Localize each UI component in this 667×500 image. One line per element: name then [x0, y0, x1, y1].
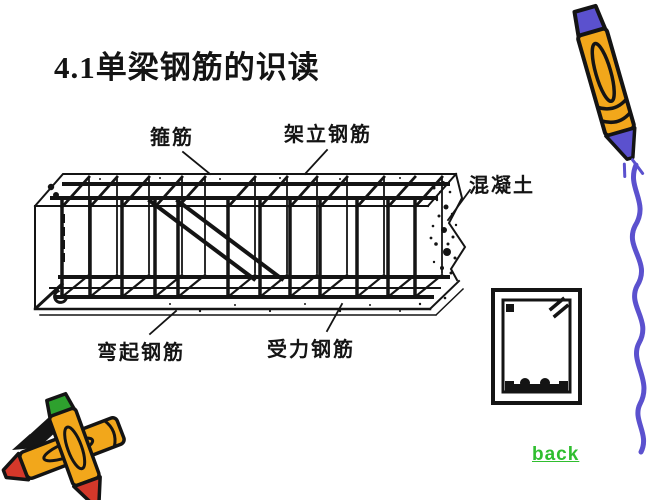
- label-erection-bar: 架立钢筋: [284, 124, 372, 146]
- bent-up-bars: [147, 198, 285, 282]
- label-load-bearing-bar: 受力钢筋: [267, 339, 355, 361]
- page-title: 4.1单梁钢筋的识读: [54, 50, 320, 85]
- beam-cross-section: [491, 288, 582, 405]
- beam-diagram: [33, 148, 472, 336]
- crayon-icon: [572, 3, 645, 178]
- leader-lines: [148, 148, 472, 336]
- leader-concrete: [446, 188, 472, 222]
- break-line: [447, 172, 467, 282]
- leader-erection-bar: [303, 148, 329, 176]
- leader-stirrup: [181, 150, 212, 176]
- crossed-crayons-icon: [1, 391, 126, 500]
- leader-load-bearing-bar: [325, 302, 344, 333]
- wavy-line-decoration: [629, 162, 647, 455]
- label-concrete: 混凝土: [469, 175, 535, 197]
- label-stirrup: 箍筋: [150, 127, 194, 149]
- label-bent-up-bar: 弯起钢筋: [97, 342, 185, 364]
- back-link[interactable]: back: [532, 444, 580, 465]
- leader-bent-up-bar: [148, 309, 178, 336]
- stirrups: [60, 175, 444, 299]
